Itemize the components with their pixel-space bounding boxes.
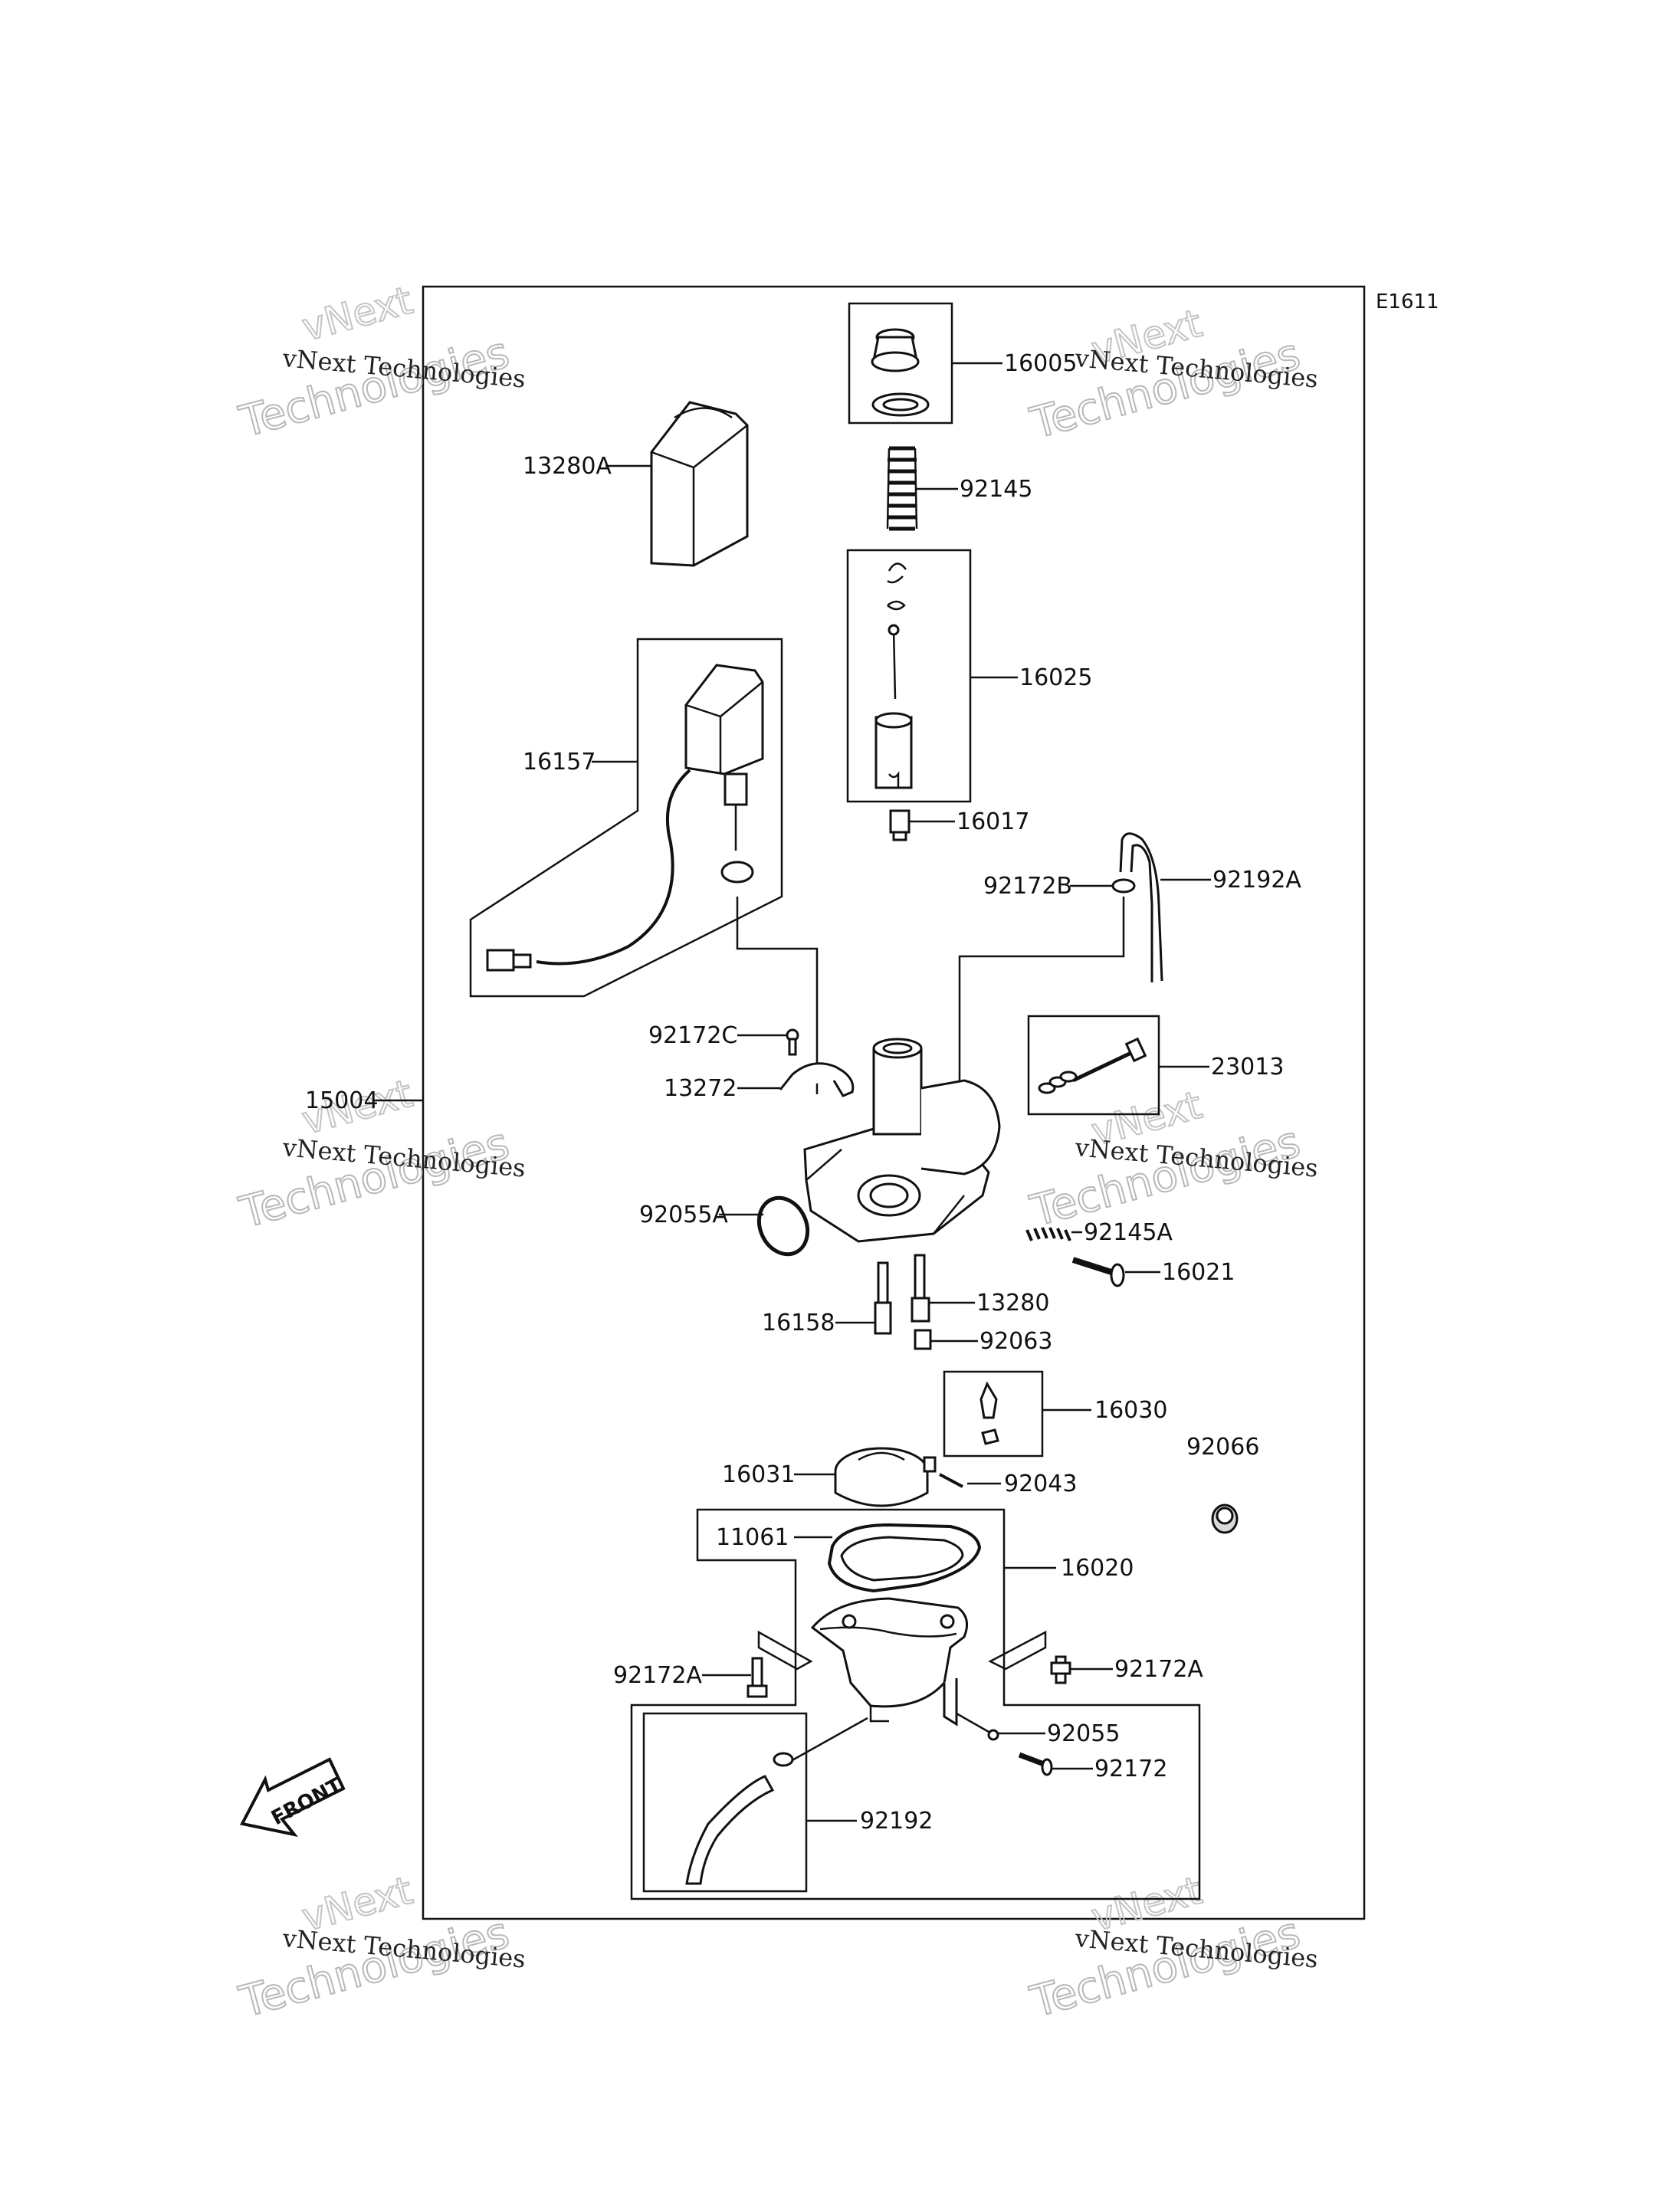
group-box-16020: [630, 1508, 1201, 1900]
part-label-92055[interactable]: 92055: [1047, 1720, 1120, 1747]
part-label-23013[interactable]: 23013: [1211, 1054, 1284, 1080]
part-label-92192[interactable]: 92192: [860, 1808, 933, 1835]
part-label-15004[interactable]: 15004: [305, 1087, 378, 1114]
group-box-16025: [846, 549, 972, 803]
part-label-92172[interactable]: 92172: [1094, 1756, 1167, 1782]
part-label-16031[interactable]: 16031: [722, 1461, 795, 1488]
part-label-92172B[interactable]: 92172B: [983, 873, 1072, 900]
reference-code: E1611: [1376, 290, 1439, 313]
watermark-bottom-right: vNext Technologies vNext Technologies: [1025, 1867, 1319, 2028]
part-drawing-11061: [827, 1523, 982, 1593]
part-drawing-92066: [1211, 1503, 1239, 1534]
part-drawing-92172B: [1111, 878, 1136, 894]
part-label-92055A[interactable]: 92055A: [639, 1202, 728, 1228]
part-drawing-16025: [874, 562, 913, 789]
part-label-92172A-right[interactable]: 92172A: [1114, 1656, 1203, 1683]
watermark-mid-right: vNext Technologies vNext Technologies: [1025, 1082, 1319, 1238]
part-label-92172C[interactable]: 92172C: [648, 1022, 737, 1049]
group-box-92192: [642, 1712, 808, 1893]
part-drawing-92055A: [756, 1195, 810, 1257]
part-drawing-92192: [685, 1717, 868, 1885]
leader-92172B-to-body: [958, 897, 1125, 1126]
part-drawing-16005: [871, 328, 930, 417]
part-drawing-92043: [939, 1473, 963, 1488]
part-label-13280[interactable]: 13280: [976, 1290, 1049, 1317]
part-drawing-16021: [1071, 1257, 1125, 1287]
part-drawing-13272: [779, 1062, 855, 1097]
part-drawing-16158: [874, 1261, 892, 1335]
front-direction-arrow: FRONT: [240, 1757, 346, 1838]
leader-92172A-left: [757, 1630, 813, 1671]
part-drawing-92055: [987, 1729, 999, 1741]
leader-16157-to-body: [736, 897, 819, 1094]
diagram-frame: [422, 285, 1366, 1920]
part-label-92172A-left[interactable]: 92172A: [613, 1662, 702, 1689]
group-box-23013: [1027, 1015, 1160, 1116]
svg-text:vNext: vNext: [297, 278, 417, 350]
watermark-mid-left: vNext Technologies vNext Technologies: [234, 1071, 527, 1239]
part-drawing-16030: [979, 1381, 999, 1445]
part-drawing-92172C: [786, 1028, 799, 1056]
group-box-16157: [469, 638, 783, 998]
part-drawing-92172A-left: [746, 1657, 768, 1698]
part-label-16017[interactable]: 16017: [956, 808, 1029, 835]
part-drawing-92063: [914, 1329, 932, 1350]
part-drawing-16017: [889, 809, 911, 841]
part-drawing-92145A: [1025, 1227, 1071, 1241]
part-label-16021[interactable]: 16021: [1162, 1259, 1235, 1286]
part-label-16157[interactable]: 16157: [523, 749, 596, 776]
part-label-92145[interactable]: 92145: [960, 476, 1032, 503]
part-label-92063[interactable]: 92063: [979, 1328, 1052, 1355]
part-drawing-92192A: [1119, 832, 1163, 982]
part-label-92192A[interactable]: 92192A: [1212, 867, 1301, 894]
group-box-16030: [943, 1370, 1044, 1458]
part-drawing-23013: [1038, 1037, 1147, 1094]
part-drawing-16031: [834, 1447, 937, 1507]
part-label-16020[interactable]: 16020: [1061, 1555, 1134, 1582]
part-label-16158[interactable]: 16158: [762, 1310, 835, 1336]
part-drawing-float-chamber: [810, 1597, 969, 1726]
part-label-16030[interactable]: 16030: [1094, 1397, 1167, 1424]
part-drawing-13280: [911, 1254, 930, 1323]
part-label-16025[interactable]: 16025: [1019, 664, 1092, 691]
part-drawing-16157: [486, 664, 764, 972]
part-label-92043[interactable]: 92043: [1004, 1471, 1077, 1497]
watermark-top-left: vNext Technologies vNext Technologies: [234, 277, 527, 448]
part-label-11061[interactable]: 11061: [716, 1524, 789, 1551]
part-label-13272[interactable]: 13272: [664, 1075, 737, 1102]
part-label-92066[interactable]: 92066: [1186, 1434, 1259, 1461]
part-drawing-92172A-right: [1050, 1655, 1071, 1684]
part-drawing-92172: [1018, 1752, 1053, 1776]
part-label-16005[interactable]: 16005: [1004, 350, 1077, 377]
part-drawing-13280A: [650, 401, 749, 567]
watermark-bottom-left: vNext Technologies vNext Technologies: [234, 1867, 527, 2028]
part-drawing-carburetor-body: [803, 1038, 1001, 1243]
part-label-13280A[interactable]: 13280A: [523, 453, 612, 480]
part-label-92145A[interactable]: 92145A: [1084, 1219, 1173, 1246]
leader-92172A-right: [988, 1630, 1047, 1671]
part-drawing-92145: [886, 446, 918, 531]
